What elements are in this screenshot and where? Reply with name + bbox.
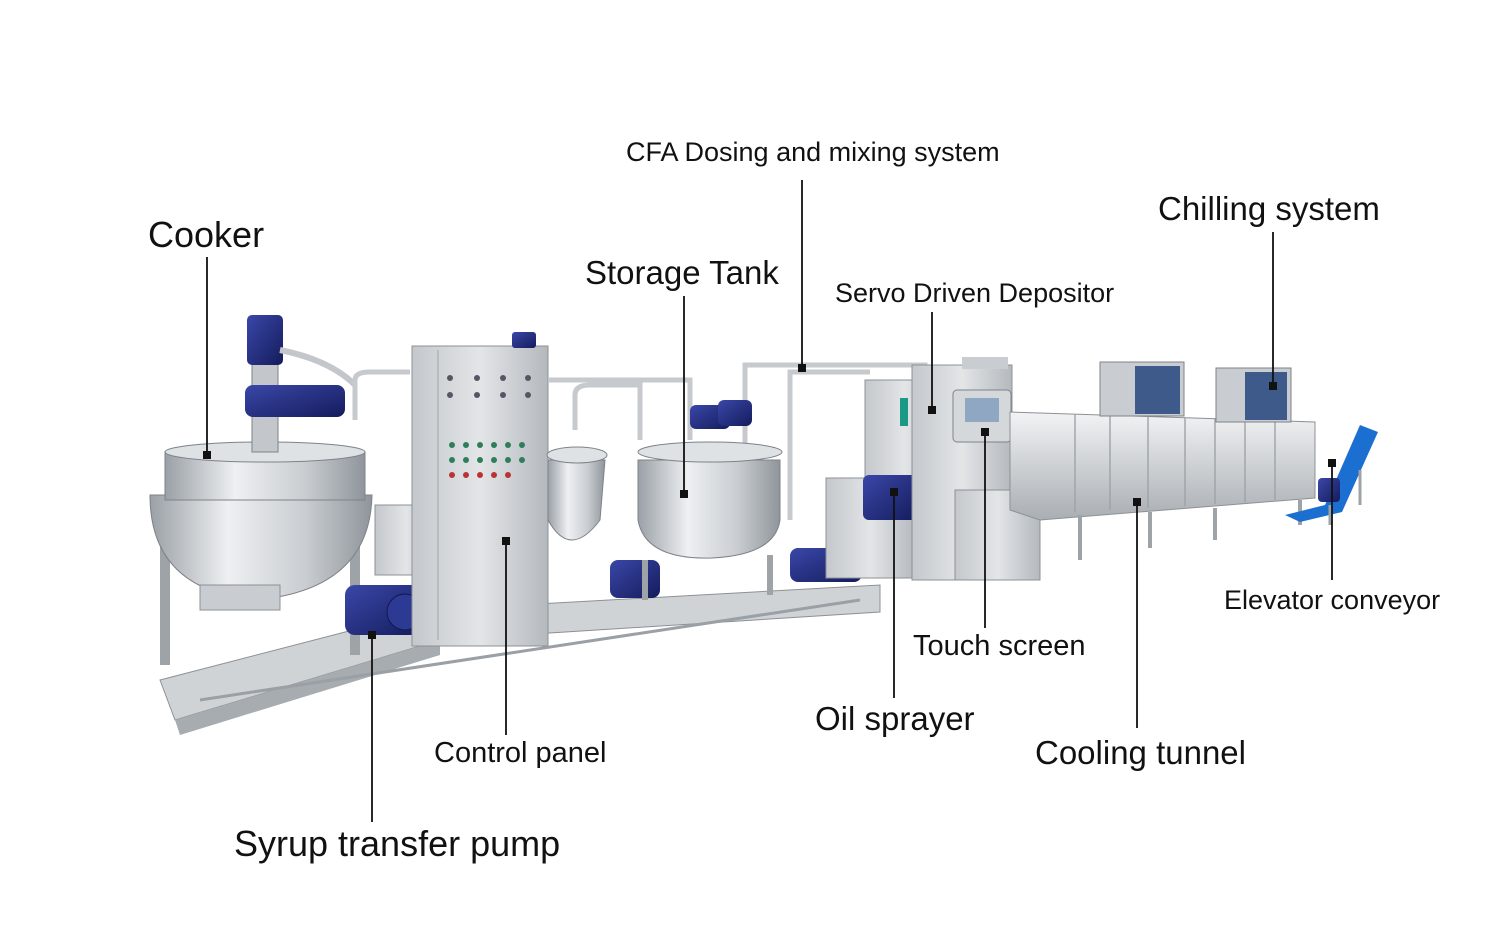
touch-screen-label: Touch screen [913,630,1086,662]
control-panel-label: Control panel [434,737,607,769]
cfa-dosing-label: CFA Dosing and mixing system [626,137,1000,167]
oil-sprayer-label: Oil sprayer [815,700,975,737]
elevator-conveyor-label: Elevator conveyor [1224,585,1441,615]
storage-tank-label: Storage Tank [585,254,779,291]
cooker-label: Cooker [148,214,265,255]
chilling-units-illustration [1099,361,1292,423]
cooling-tunnel-label: Cooling tunnel [1035,734,1246,771]
leader-lines [206,180,1333,822]
depositor-illustration [825,357,1041,581]
control-panel-illustration [411,332,549,647]
servo-depositor-label: Servo Driven Depositor [835,278,1115,308]
leader-dots [203,364,1336,639]
chilling-system-label: Chilling system [1158,190,1380,227]
storage-tank-illustration [546,400,862,600]
syrup-pump-label: Syrup transfer pump [234,823,561,864]
elevator-conveyor-illustration [1285,425,1378,525]
cooker-illustration [149,315,373,665]
cooling-tunnel-illustration [1009,411,1316,560]
